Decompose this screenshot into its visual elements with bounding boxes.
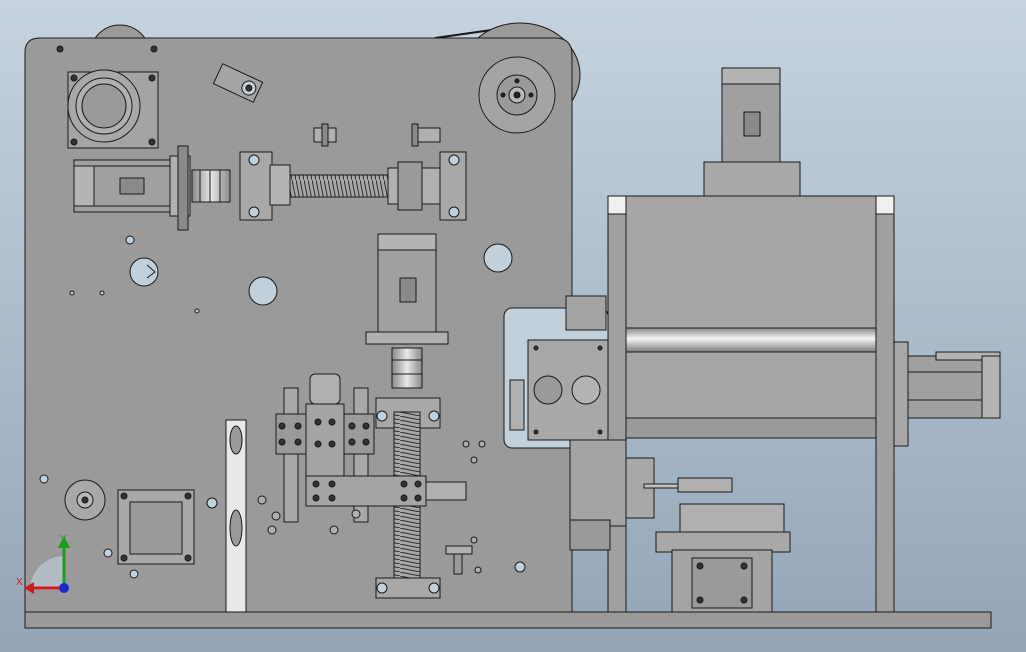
small-clamp-2 [411,123,441,147]
small-bracket-bottom [445,545,473,575]
top-right-pulley [478,56,556,134]
z-axis-marker [59,583,69,593]
horizontal-servo-motor [73,145,191,231]
horizontal-ball-screw [239,151,467,221]
x-axis-label: X [16,577,23,588]
linear-slide-left [275,373,467,523]
y-axis-arrowhead [58,536,70,548]
x-axis-arrowhead [24,582,34,594]
y-axis-label: Y [60,534,67,545]
vertical-servo-motor [365,233,449,389]
lower-right-gearbox [655,503,791,613]
cam-slot-mark [146,264,156,279]
lower-left-gearbox [117,489,195,565]
right-side-servo-motor [893,341,1001,447]
small-clamp-1 [313,123,337,147]
coordinate-triad: Y X [16,534,70,594]
lower-left-hub [64,479,106,521]
pneumatic-cylinder [625,457,733,519]
loose-fasteners [257,440,486,574]
motor-coupling [191,169,231,203]
plate-bolts [56,45,158,53]
pivot-bracket [212,63,264,103]
slotted-rail [225,419,247,613]
lower-frame-housing [569,439,627,551]
top-right-servo-motor [703,67,801,197]
plate-holes [39,235,526,579]
top-left-flange [67,69,159,149]
horizontal-shaft [625,327,877,353]
frame-gearbox [503,295,609,449]
base-plate [24,611,992,629]
